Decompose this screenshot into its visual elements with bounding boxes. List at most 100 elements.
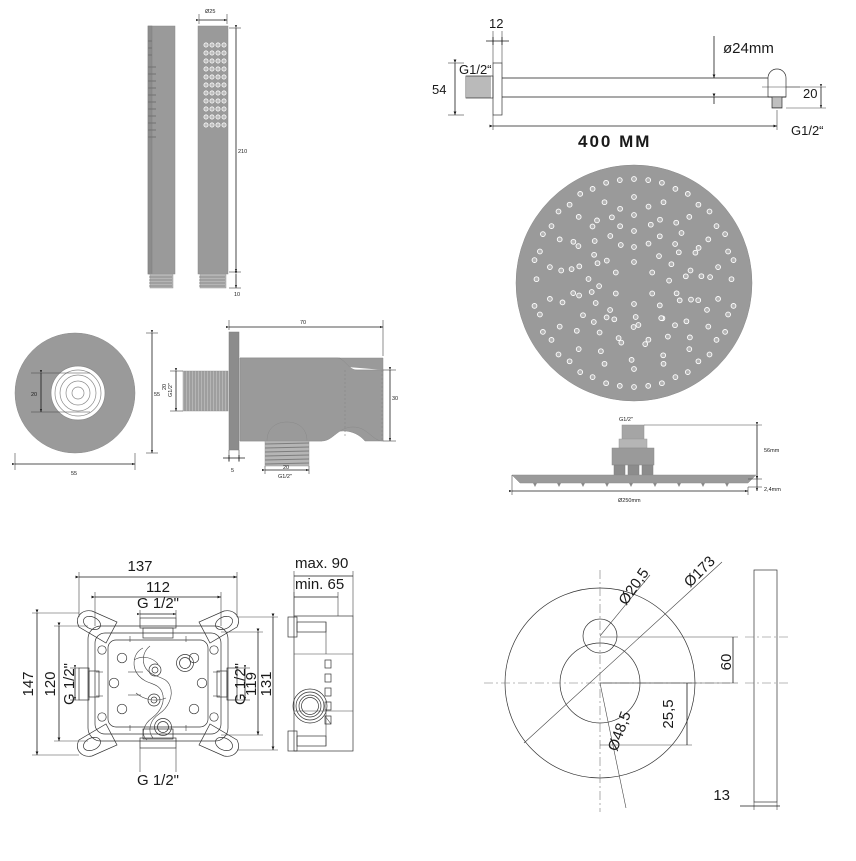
dim-label-valve-147: 147 (20, 671, 37, 696)
dim-label-valve-112: 112 (146, 579, 170, 596)
dim-label-bracket-g12a: G1/2" (168, 383, 174, 397)
dim-arm-flange-height: 54 (432, 59, 464, 116)
plate-center-lines (484, 570, 730, 812)
dim-label-outlet-55v: 55 (154, 392, 160, 398)
outlet-bore (71, 386, 85, 400)
dim-plate-offset-vertical: 60 (600, 636, 738, 684)
dim-valve-port-top: G 1/2" (137, 595, 179, 618)
dim-valve-port-left: G 1/2" (61, 663, 79, 705)
dim-label-arm-54: 54 (432, 82, 446, 97)
dim-bracket-flange-thickness: 5 (223, 450, 245, 474)
dim-label-plate-d205: Ø20,5 (615, 565, 652, 608)
arm-tube (502, 77, 768, 98)
arm-wall-thread (465, 75, 494, 99)
dim-label-head-56: 56mm (764, 448, 780, 454)
dim-bracket-projection: 70 (226, 320, 384, 356)
dim-label-valve-min: min. 65 (295, 576, 344, 593)
head-inlet-nipple (621, 424, 645, 440)
dim-label-arm-g12-out: G1/2“ (791, 123, 824, 138)
dim-label-arm-g12-wall: G1/2“ (459, 62, 492, 77)
bracket-wall-plate (228, 331, 240, 451)
dim-valve-depth-min: min. 65 (293, 576, 344, 616)
head-plate-nozzle-marks (533, 483, 729, 487)
dim-label-bracket-30: 30 (392, 396, 398, 402)
dim-label-plate-d173: Ø173 (681, 553, 719, 591)
dim-label-bracket-g12b: G1/2" (278, 474, 292, 480)
dim-label-head-d250: Ø250mm (618, 498, 641, 504)
dim-label-valve-g12-top: G 1/2" (137, 595, 179, 612)
dim-label-valve-g12-right: G 1/2" (232, 663, 249, 705)
dim-valve-width-inner: 112 (91, 579, 222, 626)
dim-valve-height-outer: 147 (20, 609, 79, 756)
bracket-hidden-edges (344, 370, 383, 441)
wall-outlet-front-view: 20 55 55 (12, 330, 160, 477)
dim-bracket-body-height: 30 (383, 367, 398, 442)
dim-outlet-horizontal: 55 (12, 453, 136, 477)
dim-hand-shower-diameter: Ø25 (196, 9, 228, 24)
dim-label-plate-255: 25,5 (660, 699, 677, 728)
dim-valve-port-right: G 1/2" (232, 663, 250, 705)
dim-plate-offset-center: 25,5 (600, 682, 692, 746)
wall-bracket-side-view: 70 20 G1/2" 30 5 (162, 320, 398, 480)
dim-label-valve-119: 119 (243, 672, 260, 696)
cover-plate-front-view: Ø173 Ø20,5 Ø48,5 60 25,5 (484, 553, 738, 812)
valve-internals (96, 636, 220, 741)
dim-label-valve-120: 120 (42, 671, 59, 696)
shower-head-side-view: G1/2" 56mm 2,4mm Ø250mm (509, 417, 781, 504)
dim-valve-height-inner: 120 (42, 622, 88, 742)
plate-side-center-marks (745, 636, 788, 684)
dim-plate-small-hole: Ø20,5 (599, 565, 653, 637)
dim-head-diameter: Ø250mm (509, 475, 749, 504)
arm-outlet-head (762, 68, 800, 109)
bracket-outlet-dome (266, 421, 308, 442)
dim-label-head-g12: G1/2" (619, 417, 633, 423)
dim-label-arm-20: 20 (803, 86, 817, 101)
dim-hand-shower-length: 210 (229, 25, 247, 273)
dim-valve-width-outer: 137 (75, 558, 238, 617)
dim-plate-large-hole: Ø48,5 (599, 682, 635, 809)
dim-outlet-vertical: 55 (146, 330, 160, 454)
dim-plate-thickness: 13 (713, 787, 780, 810)
bracket-body-profile (239, 357, 384, 442)
dim-label-valve-g12-left: G 1/2" (61, 663, 78, 705)
dim-label-bracket-20a: 20 (162, 384, 168, 390)
dim-arm-flange-thickness: 12 (486, 16, 509, 63)
dim-head-height: 56mm (644, 422, 780, 480)
dim-bracket-outlet: 20 G1/2" (262, 465, 310, 480)
dim-label-valve-g12-bottom: G 1/2" (137, 772, 179, 789)
dim-valve-port-bottom: G 1/2" (137, 748, 179, 789)
head-body-block (611, 447, 655, 466)
dim-hand-shower-base: 10 (229, 271, 241, 298)
valve-body-side-view: max. 90 min. 65 (287, 555, 354, 752)
shower-head-nozzles (531, 176, 737, 390)
dim-valve-height-right-outer: 131 (237, 613, 278, 751)
dim-valve-height-right-inner: 119 (221, 628, 263, 736)
valve-body-front-view: 137 112 G 1/2" 147 120 (20, 558, 278, 789)
head-body-slots (613, 464, 654, 476)
bracket-outlet-thread (264, 440, 310, 467)
dim-label-outlet-55h: 55 (71, 471, 77, 477)
head-plate (511, 474, 757, 484)
dim-label-arm-12: 12 (489, 16, 503, 31)
dim-label-valve-max: max. 90 (295, 555, 348, 572)
dim-label-plate-60: 60 (718, 654, 735, 671)
plate-small-hole (582, 618, 618, 654)
valve-body-outline (77, 610, 239, 757)
dim-outlet-inner: 20 (31, 370, 90, 413)
dim-arm-length: 400 MM (489, 110, 778, 151)
dim-label-hand-shower-len: 210 (238, 149, 247, 155)
dim-label-bracket-70: 70 (300, 320, 306, 326)
dim-label-arm-400: 400 MM (578, 132, 651, 151)
bracket-wall-thread (182, 370, 229, 412)
dim-label-plate-13: 13 (713, 787, 730, 804)
hand-shower-side-body (147, 25, 176, 289)
hand-shower-front-body (197, 25, 229, 289)
spray-nozzle-grid (203, 42, 227, 128)
head-inlet-collar (618, 438, 648, 449)
dim-label-arm-d24: ø24mm (723, 40, 774, 57)
dim-arm-outlet-height: 20 (786, 84, 826, 109)
valve-side-outline (287, 615, 354, 752)
dim-label-plate-d485: Ø48,5 (605, 709, 635, 753)
